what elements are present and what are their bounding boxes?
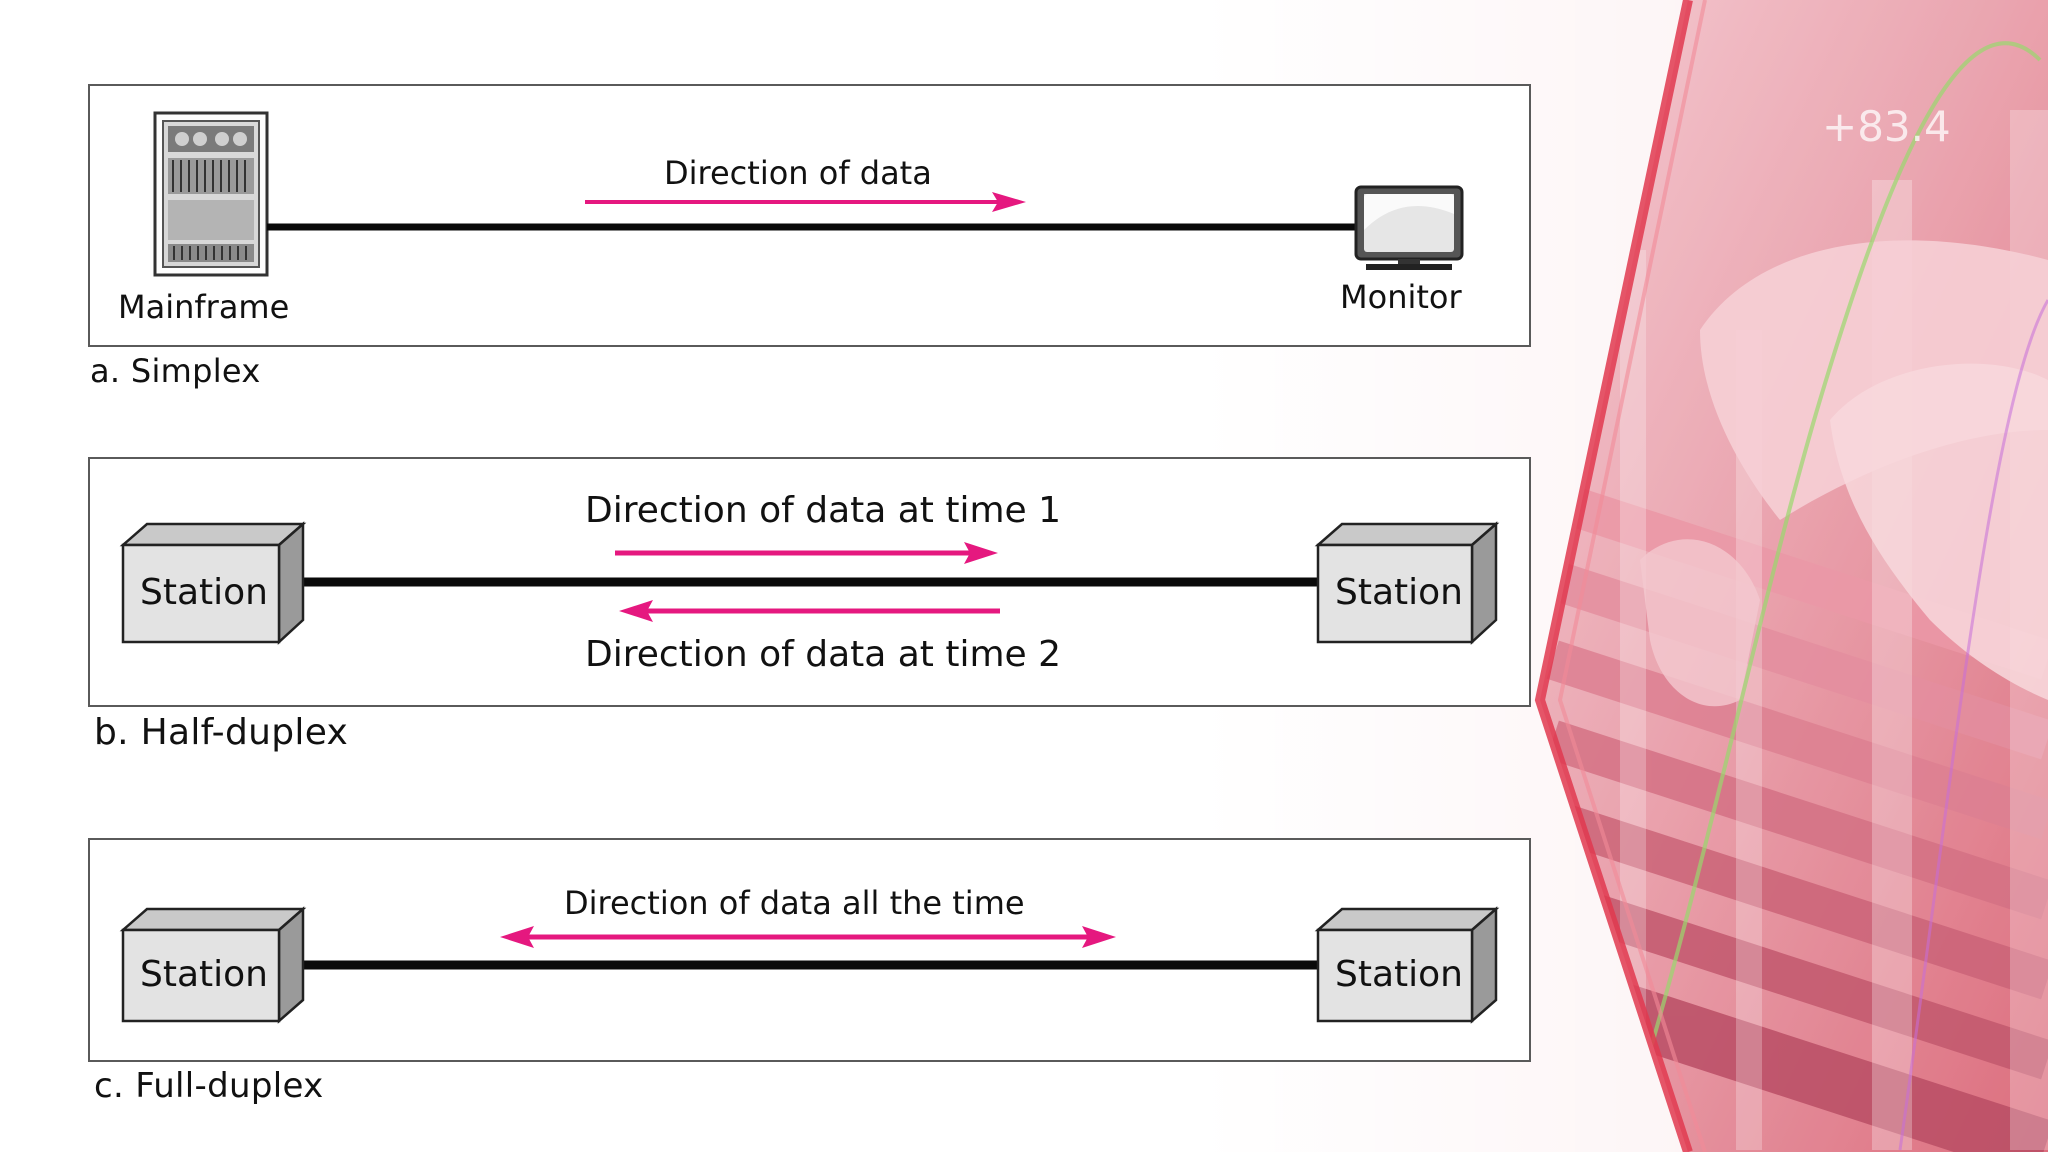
half-duplex-label-time1: Direction of data at time 1 [585,490,1062,531]
station-box-right-half [1314,521,1500,645]
station-box-left-full [119,906,307,1024]
station-label-left-half: Station [140,572,268,613]
full-duplex-arrow [500,926,1116,948]
simplex-arrow [585,192,1026,212]
full-duplex-arrow-label: Direction of data all the time [564,884,1025,922]
mainframe-label: Mainframe [118,288,290,326]
half-duplex-label-time2: Direction of data at time 2 [585,634,1062,675]
station-label-right-full: Station [1335,954,1463,995]
full-duplex-panel [88,838,1531,1062]
full-duplex-caption: c. Full-duplex [94,1066,324,1106]
simplex-panel [88,84,1531,347]
station-label-left-full: Station [140,954,268,995]
station-box-left-half [119,521,307,645]
half-duplex-arrow-time1 [615,542,998,564]
background-number-overlay: +83.4 [1822,102,1951,151]
half-duplex-caption: b. Half-duplex [94,712,349,753]
station-box-right-full [1314,906,1500,1024]
simplex-caption: a. Simplex [90,352,261,390]
station-label-right-half: Station [1335,572,1463,613]
monitor-icon [1354,185,1464,270]
simplex-arrow-label: Direction of data [664,154,932,192]
monitor-label: Monitor [1340,278,1462,316]
mainframe-icon [153,111,269,277]
half-duplex-arrow-time2 [619,600,1000,622]
